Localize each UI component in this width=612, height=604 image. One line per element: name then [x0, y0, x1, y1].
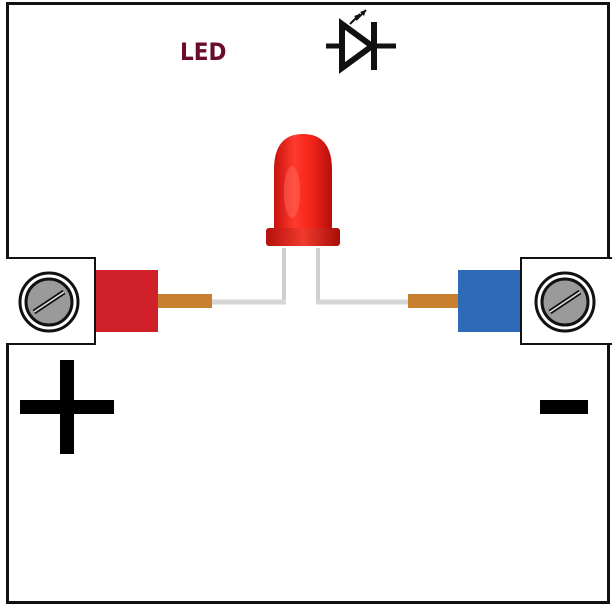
- led-schematic-icon: [326, 9, 396, 74]
- plus-sign-icon: [20, 360, 114, 454]
- negative-sleeve: [458, 270, 520, 332]
- right-copper-wire: [408, 294, 462, 308]
- red-led-component: [266, 134, 340, 246]
- component-title: LED: [180, 38, 227, 66]
- screw-terminal-icon[interactable]: [534, 271, 596, 333]
- positive-sleeve: [96, 270, 158, 332]
- negative-screw-terminal: [520, 257, 612, 345]
- left-copper-wire: [158, 294, 212, 308]
- positive-screw-terminal: [6, 257, 96, 345]
- minus-sign-icon: [540, 400, 588, 414]
- screw-terminal-icon[interactable]: [18, 271, 80, 333]
